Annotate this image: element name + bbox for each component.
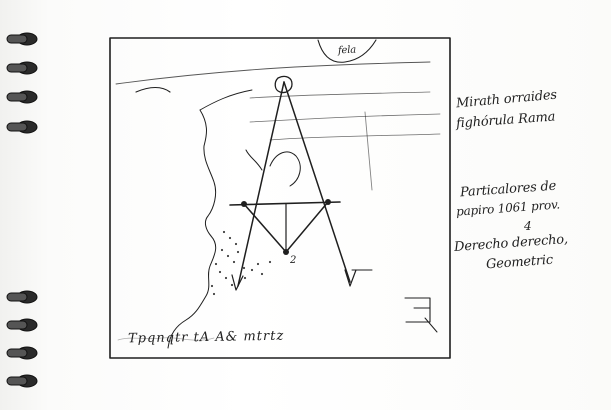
sketch-mid-label: 2 [290,255,296,266]
note-line-5: 4 [524,219,531,233]
sketch-top-label: fela [338,45,357,57]
sketch-frame [110,38,450,358]
sketch-bottom-scribble: Tpqnqtr tA A& mtrtz [128,329,285,347]
